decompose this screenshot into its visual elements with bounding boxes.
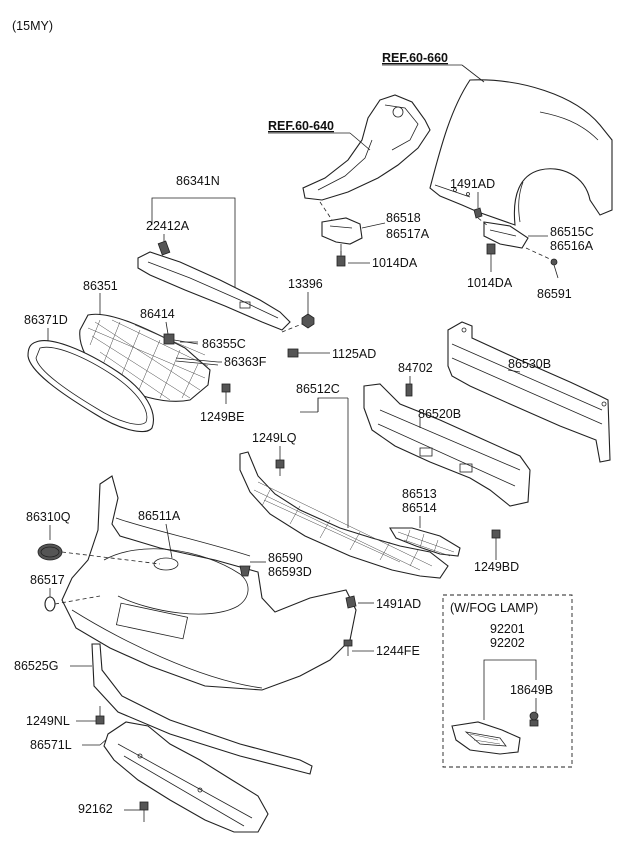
fog-lamp-box-title: (W/FOG LAMP) (450, 601, 538, 615)
upper-cover-86341N-part (137, 251, 291, 331)
part-86513-label: 86513 (402, 487, 437, 501)
part-86518-label: 86518 (386, 211, 421, 225)
grille-surround-86371D-part (27, 340, 154, 433)
lower-grille-86512C-part (239, 451, 449, 579)
part-86525G-label: 86525G (14, 659, 58, 673)
bolt-1125AD (287, 348, 310, 358)
energy-absorber-86520B-part (363, 383, 531, 507)
part-1125AD-label: 1125AD (332, 347, 376, 361)
part-86571L-label: 86571L (30, 738, 72, 752)
part-86590-label: 86590 (268, 551, 303, 565)
part-1491AD-bottom-label: 1491AD (376, 597, 421, 611)
bolt-92162 (139, 801, 149, 822)
part-13396-label: 13396 (288, 277, 323, 291)
part-86355C-label: 86355C (202, 337, 246, 351)
bolt-1249LQ (275, 459, 285, 476)
part-92201-label: 92201 (490, 622, 525, 636)
bolt-1249BD (491, 529, 501, 552)
ref-60-660-label: REF.60-660 (382, 51, 448, 65)
part-84702-label: 84702 (398, 361, 433, 375)
part-86530B-label: 86530B (508, 357, 551, 371)
part-1249BD-label: 1249BD (474, 560, 519, 574)
part-86512C-label: 86512C (296, 382, 340, 396)
part-1249NL-label: 1249NL (26, 714, 70, 728)
part-86511A-label: 86511A (138, 509, 181, 523)
strip-86363F (175, 357, 219, 366)
clip-22412A (157, 240, 171, 256)
clip-1491AD-top (473, 207, 483, 219)
bracket-84702 (405, 383, 413, 397)
fog-lamp-option-box (442, 594, 573, 768)
screw-86591 (550, 258, 559, 279)
tow-cap-86517 (44, 596, 56, 612)
bolt-1014DA-b (486, 243, 496, 266)
part-86520B-label: 86520B (418, 407, 461, 421)
clip-86414 (163, 333, 175, 345)
part-18649B-label: 18649B (510, 683, 553, 697)
part-86363F-label: 86363F (224, 355, 267, 369)
part-1249BE-label: 1249BE (200, 410, 244, 424)
bracket-86515C-part (483, 221, 529, 249)
model-year-label: (15MY) (12, 19, 53, 33)
bolt-1249NL (95, 706, 105, 725)
part-86341N-label: 86341N (176, 174, 220, 188)
part-92162-label: 92162 (78, 802, 113, 816)
part-86371D-label: 86371D (24, 313, 68, 327)
ref-60-640-label: REF.60-640 (268, 119, 334, 133)
part-86515C-label: 86515C (550, 225, 594, 239)
lower-insert-86513-part (389, 527, 461, 557)
part-22412A-label: 22412A (146, 219, 190, 233)
under-cover-86571L-part (103, 721, 269, 833)
bumper-beam-86530B-part (447, 321, 611, 463)
part-1014DA-b-label: 1014DA (467, 276, 513, 290)
fog-lamp-92201-part (451, 721, 521, 755)
part-86517-label: 86517 (30, 573, 65, 587)
clip-1491AD-bottom (345, 595, 357, 609)
part-86516A-label: 86516A (550, 239, 594, 253)
part-86514-label: 86514 (402, 501, 437, 515)
nut-13396 (301, 313, 315, 329)
part-1491AD-top-label: 1491AD (450, 177, 495, 191)
bolt-1244FE (343, 639, 353, 656)
part-1249LQ-label: 1249LQ (252, 431, 297, 445)
bumper-cover-86511A-part (61, 475, 357, 691)
part-92202-label: 92202 (490, 636, 525, 650)
part-86593D-label: 86593D (268, 565, 312, 579)
part-86591-label: 86591 (537, 287, 572, 301)
part-86414-label: 86414 (140, 307, 175, 321)
part-86351-label: 86351 (83, 279, 118, 293)
part-1014DA-a-label: 1014DA (372, 256, 418, 270)
bracket-86518-part (321, 217, 363, 245)
part-86310Q-label: 86310Q (26, 510, 71, 524)
part-86517A-label: 86517A (386, 227, 430, 241)
bulb-18649B (529, 711, 539, 727)
fender-part (429, 79, 613, 226)
emblem-86310Q (37, 543, 63, 561)
lip-strip-86525G-part (91, 643, 313, 775)
clip-86590 (239, 565, 251, 577)
bolt-1014DA-a (336, 248, 346, 267)
bolt-1249BE (221, 383, 231, 404)
part-1244FE-label: 1244FE (376, 644, 420, 658)
